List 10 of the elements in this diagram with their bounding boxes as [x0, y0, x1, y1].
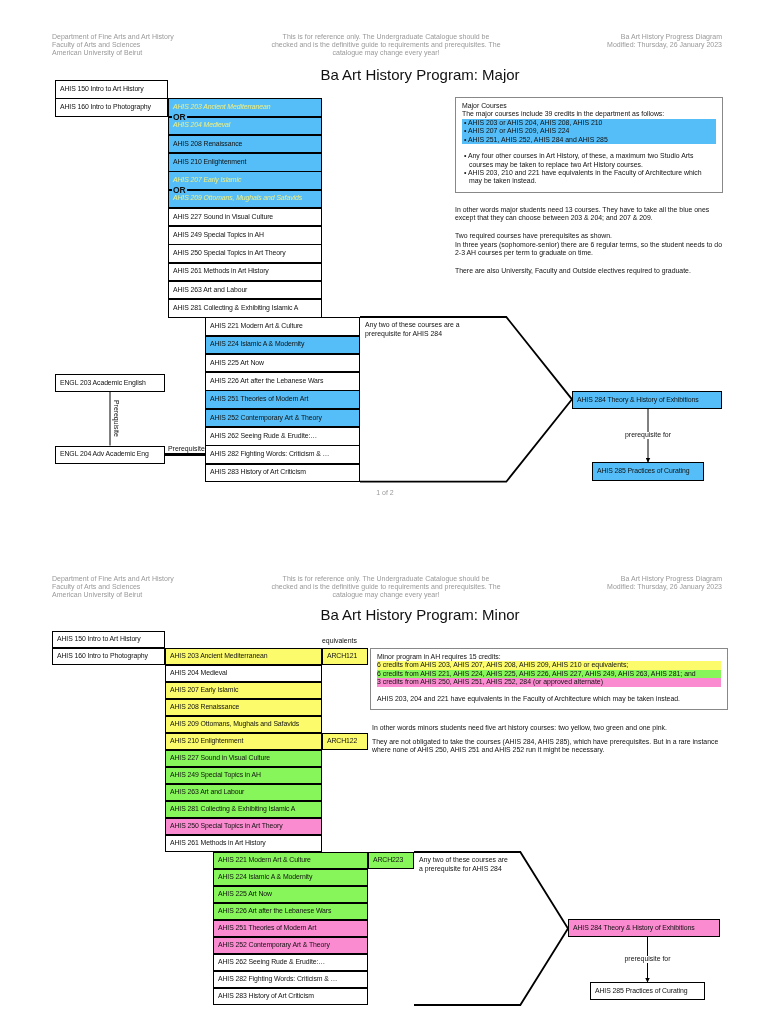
connector-line	[165, 453, 205, 456]
page-title: Ba Art History Program: Major	[319, 66, 521, 85]
arrow	[645, 936, 650, 983]
or-label: OR	[172, 112, 187, 121]
or-label: OR	[172, 185, 187, 194]
page-title: Ba Art History Program: Minor	[319, 606, 521, 625]
note-box	[370, 648, 728, 711]
connector-line	[109, 391, 111, 446]
note-box	[455, 97, 723, 193]
arrow	[645, 408, 651, 463]
